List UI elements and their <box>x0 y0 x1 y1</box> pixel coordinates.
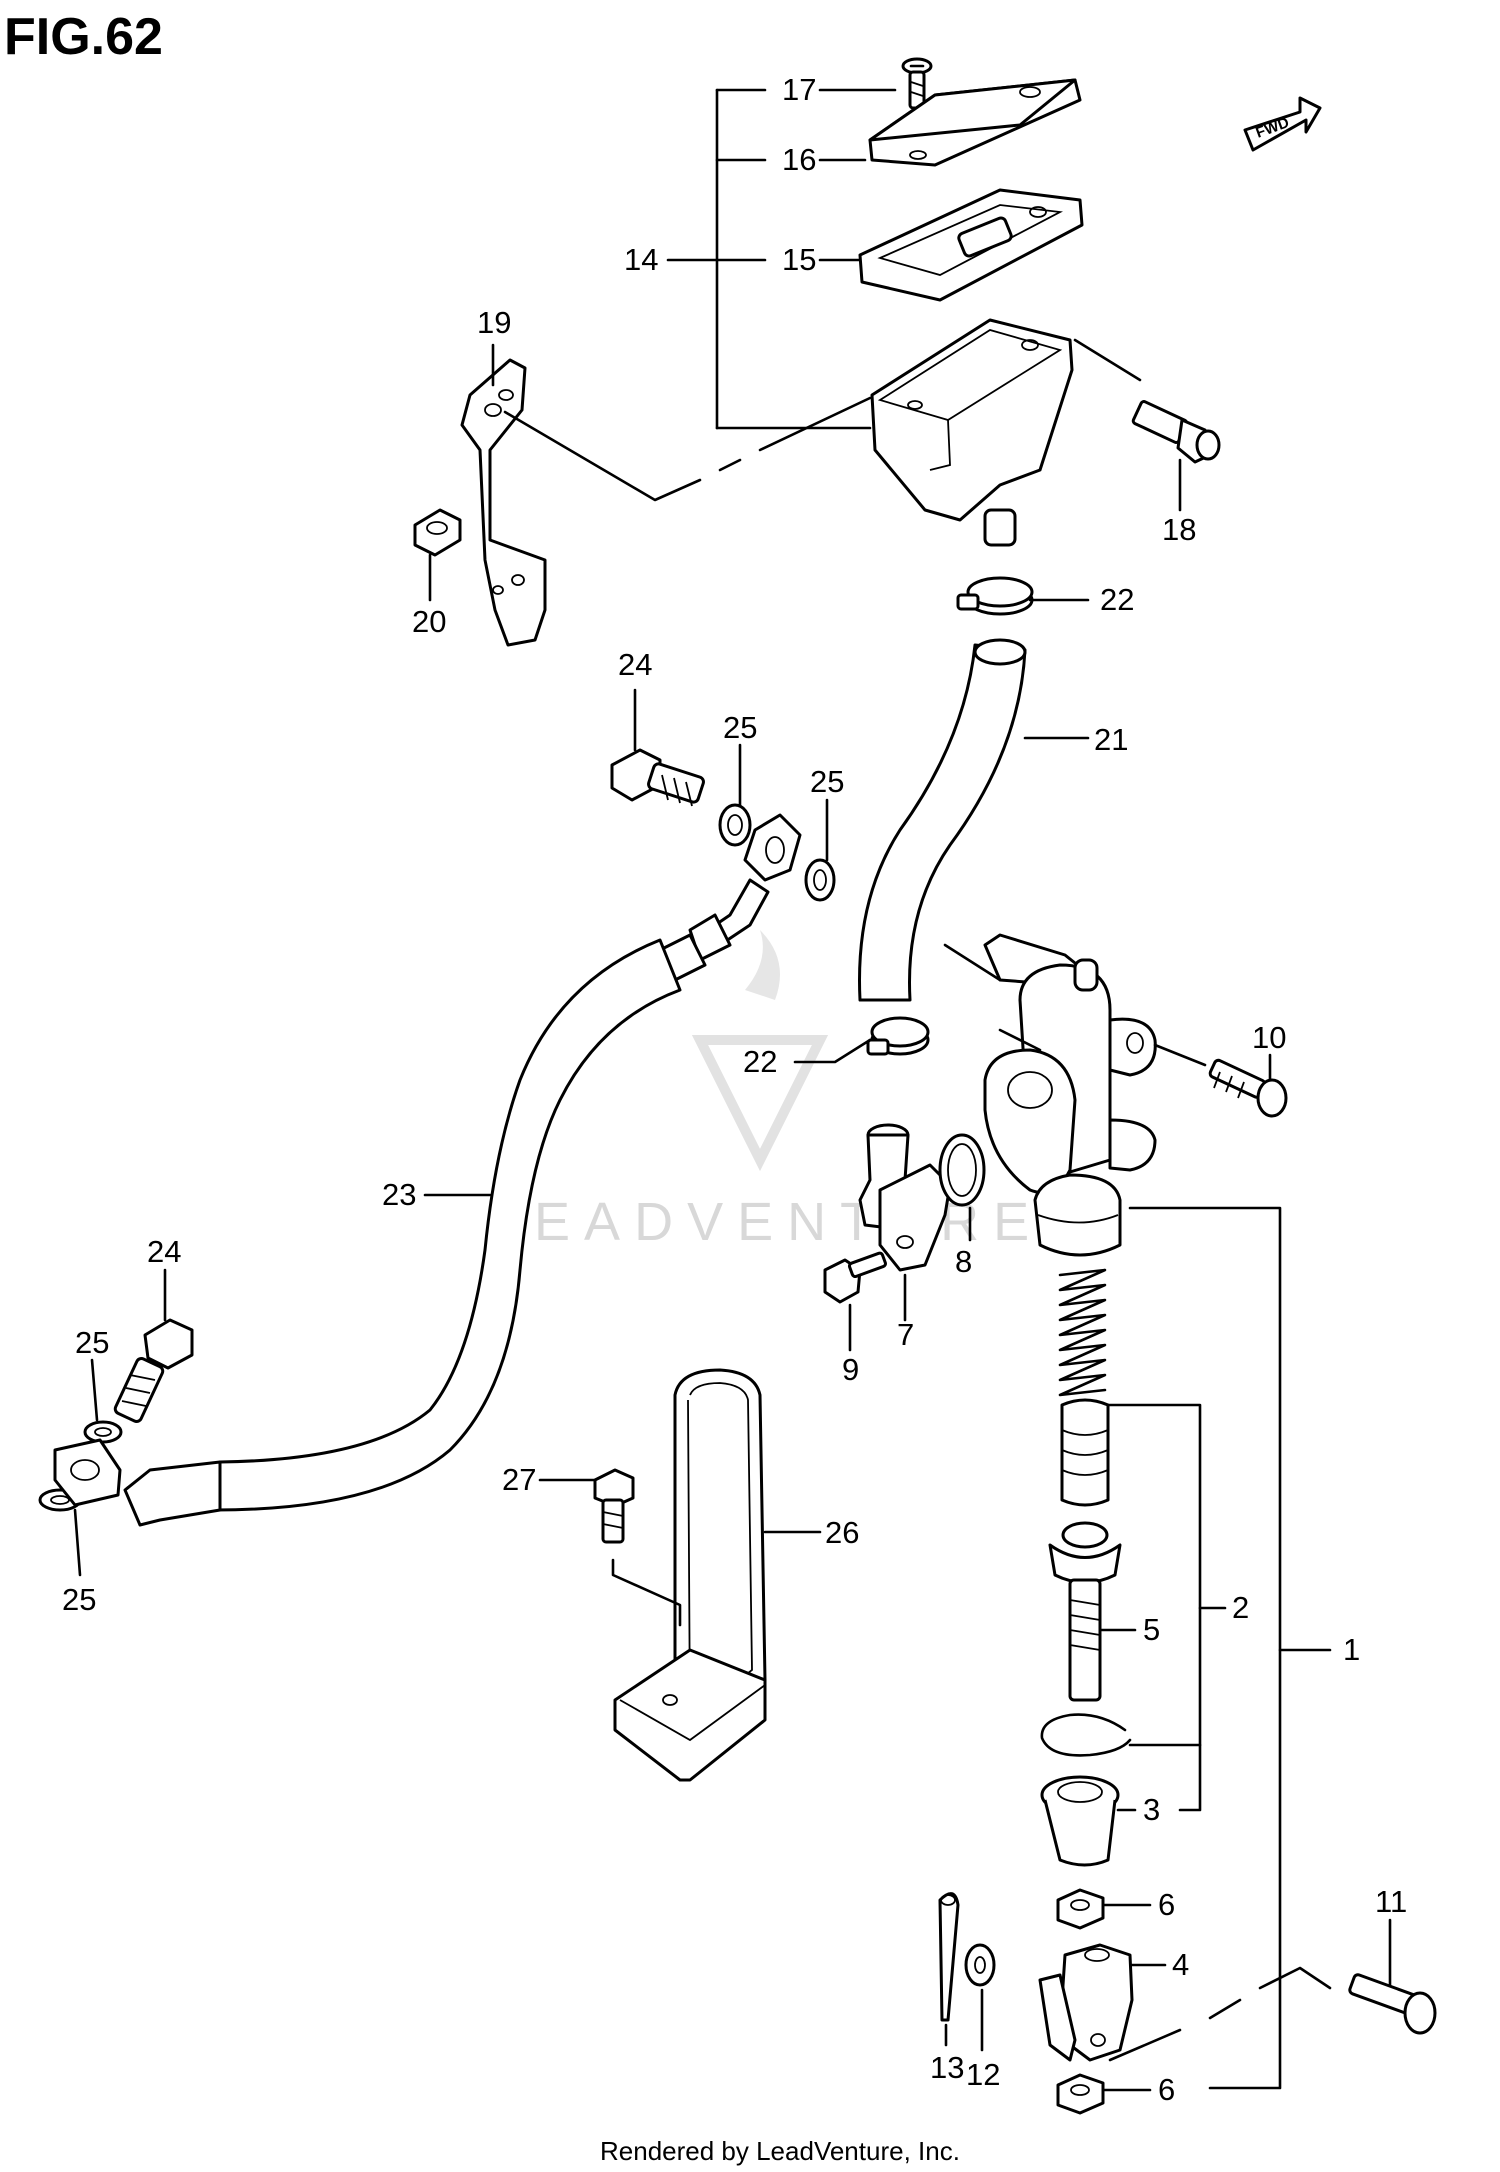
reservoir-body-14-icon <box>870 318 1074 547</box>
callout-5: 5 <box>1143 1612 1160 1647</box>
bolt-27-icon <box>593 1468 635 1544</box>
brake-hose-23-icon <box>123 813 802 1527</box>
banjo-bolt-24-icon <box>610 748 705 807</box>
callout-11: 11 <box>1375 1884 1407 1919</box>
callout-8: 8 <box>955 1244 972 1279</box>
callout-12: 12 <box>966 2057 1000 2092</box>
inlet-fitting-7-icon <box>858 1123 952 1272</box>
screw-10-icon <box>1208 1058 1288 1118</box>
banjo-fitting-icon <box>53 1438 122 1507</box>
callout-7: 7 <box>897 1317 914 1352</box>
bracket-19-icon <box>460 358 547 647</box>
diaphragm-15-icon <box>858 188 1084 302</box>
washer-25b-icon <box>804 858 836 902</box>
clevis-pin-11-icon <box>1348 1973 1437 2035</box>
o-ring-8-icon <box>938 1133 986 1207</box>
figure-title: FIG.62 <box>4 8 163 66</box>
nut-6-icon <box>1056 1888 1105 1930</box>
callout-14: 14 <box>624 242 658 277</box>
cotter-pin-13-icon <box>938 1892 960 2022</box>
dust-boot-3-icon <box>1040 1775 1120 1867</box>
push-rod-5-icon <box>1048 1521 1122 1702</box>
callout-25-c: 25 <box>75 1325 109 1360</box>
washer-12-icon <box>964 1943 996 1987</box>
callout-17: 17 <box>782 72 816 107</box>
callout-22-top: 22 <box>1100 582 1134 617</box>
reservoir-cap-16-icon <box>868 78 1082 167</box>
callout-22-bottom: 22 <box>743 1044 777 1079</box>
hose-clamp-22b-icon <box>866 1016 930 1056</box>
callout-24-bottom: 24 <box>147 1234 181 1269</box>
callout-19: 19 <box>477 305 511 340</box>
fwd-arrow-icon: FWD <box>1243 96 1322 152</box>
callout-4: 4 <box>1172 1947 1189 1982</box>
callout-24-top: 24 <box>618 647 652 682</box>
washer-25c-icon <box>83 1420 123 1444</box>
callout-15: 15 <box>782 242 816 277</box>
callout-21: 21 <box>1094 722 1128 757</box>
hose-clamp-22-icon <box>956 576 1034 616</box>
bolt-18-icon <box>1131 400 1221 464</box>
callout-2: 2 <box>1232 1590 1249 1625</box>
callout-27: 27 <box>502 1462 536 1497</box>
callout-26: 26 <box>825 1515 859 1550</box>
callout-25-a: 25 <box>723 710 757 745</box>
reservoir-hose-21-icon <box>858 638 1027 1002</box>
callout-16: 16 <box>782 142 816 177</box>
leader-lines <box>73 88 1392 2092</box>
callout-20: 20 <box>412 604 446 639</box>
hose-guard-26-icon <box>613 1368 767 1782</box>
callout-13: 13 <box>930 2050 964 2085</box>
screw-9-icon <box>823 1251 887 1304</box>
callout-25-b: 25 <box>810 764 844 799</box>
circlip-icon <box>1040 1713 1132 1757</box>
nut-20-icon <box>413 508 462 557</box>
callout-23: 23 <box>382 1177 416 1212</box>
washer-25-icon <box>718 803 752 847</box>
callout-9: 9 <box>842 1352 859 1387</box>
clevis-4-icon <box>1038 1943 1134 2062</box>
callout-10: 10 <box>1252 1020 1286 1055</box>
footer-credit: Rendered by LeadVenture, Inc. <box>600 2136 960 2166</box>
callout-6-top: 6 <box>1158 1887 1175 1922</box>
return-spring-icon <box>1058 1268 1107 1397</box>
callout-18: 18 <box>1162 512 1196 547</box>
callout-25-d: 25 <box>62 1582 96 1617</box>
screw-17-icon <box>901 57 933 110</box>
callout-3: 3 <box>1143 1792 1160 1827</box>
callout-1: 1 <box>1343 1632 1360 1667</box>
callout-6-bottom: 6 <box>1158 2072 1175 2107</box>
master-cylinder-1-icon <box>983 933 1157 1257</box>
piston-cup-icon <box>1060 1398 1110 1507</box>
banjo-bolt-24b-icon <box>113 1318 194 1423</box>
nut-6b-icon <box>1056 2073 1105 2115</box>
callouts: 17 16 14 15 19 18 20 22 24 21 25 25 10 2… <box>62 72 1407 2107</box>
